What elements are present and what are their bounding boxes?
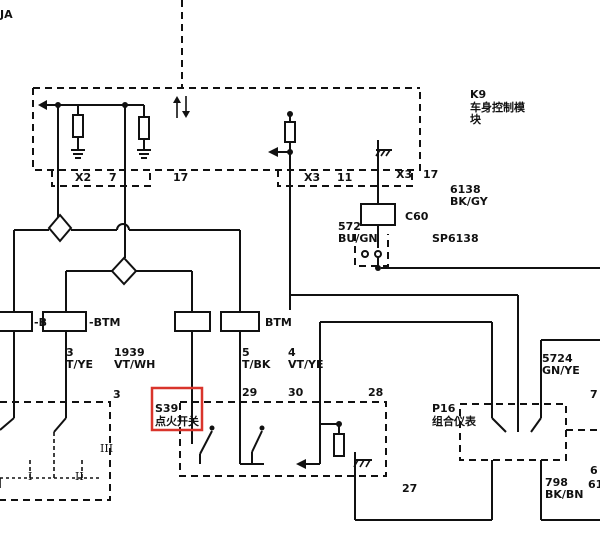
left-module-pin-3: 3 (113, 388, 121, 401)
terminator-middle (174, 311, 211, 332)
k9-ground-3-icon (375, 149, 392, 157)
connector-left-prefix: -B (34, 316, 47, 329)
k9-ground-2-icon (137, 149, 151, 159)
p16-contact-1 (491, 417, 507, 433)
k9-resistor-2-icon (138, 116, 150, 140)
k9-input-arrow-icon (38, 100, 47, 110)
k9-resistor-3-icon (284, 121, 296, 143)
s39-id: S39 (155, 402, 178, 415)
k9-pin-11: 11 (337, 171, 352, 184)
wire-61: 61 (588, 478, 600, 491)
s39-pin-27: 27 (402, 482, 417, 495)
switch-contact-1 (199, 430, 213, 455)
p16-instrument-cluster: P16 组合仪表 (432, 402, 600, 521)
splice-sp6138: SP6138 (432, 232, 479, 245)
left-module-roman-iii: III (100, 442, 113, 455)
s39-pin-28: 28 (368, 386, 383, 399)
k9-pin-7: 7 (109, 171, 117, 184)
wire-color-vtye: T/YE (66, 358, 93, 371)
terminator-left (0, 311, 33, 332)
s39-ignition-switch: S39 点火开关 29 30 28 27 (155, 321, 493, 521)
harness-wires: -B -BTM BTM (0, 105, 600, 464)
p16-id: P16 (432, 402, 456, 415)
wire-color-vtye2: VT/YE (288, 358, 324, 371)
k9-arrow-icon (268, 147, 278, 157)
wire-3: 3 (66, 346, 74, 359)
color-6138: BK/GY (450, 195, 489, 208)
wire-color-vtbk: T/BK (242, 358, 271, 371)
corner-text: JA (0, 8, 13, 21)
wire-color-vtwh: VT/WH (114, 358, 155, 371)
p16-name: 组合仪表 (432, 414, 477, 428)
splice-diamond-1 (47, 213, 73, 243)
wire-1939: 1939 (114, 346, 145, 359)
splice-diamond-2 (110, 256, 138, 286)
wire-7: 7 (590, 388, 598, 401)
k9-pin-x3b: X3 (396, 168, 412, 181)
wire-572: 572 (338, 220, 361, 233)
k9-name-line2: 块 (470, 112, 482, 126)
wire-4: 4 (288, 346, 296, 359)
wire-5724: 5724 (542, 352, 573, 365)
c60-pin-1 (361, 250, 369, 258)
s39-arrow-icon (296, 459, 306, 469)
wire-6138: 6138 (450, 183, 481, 196)
k9-pinbox-right (277, 170, 413, 187)
k9-ground-1-icon (71, 149, 85, 159)
s39-pin-29: 29 (242, 386, 257, 399)
p16-contact-2 (530, 417, 542, 433)
s39-ground-icon (353, 459, 372, 468)
bidirectional-arrows-icon (173, 96, 190, 118)
terminator-btm-right (220, 311, 260, 332)
s39-resistor-icon (333, 433, 345, 457)
connector-btm-right: BTM (265, 316, 292, 329)
wire-labels: 3 T/YE 1939 VT/WH 5 T/BK 4 VT/YE 5724 GN… (66, 346, 600, 501)
connector-btm-left: -BTM (89, 316, 120, 329)
k9-pin-17b: 17 (423, 168, 438, 181)
wire-6: 6 (590, 464, 598, 477)
k9-name-line1: 车身控制模 (470, 100, 526, 114)
s39-highlight-box (150, 386, 204, 432)
c60-body (360, 203, 396, 226)
s39-pin-30: 30 (288, 386, 304, 399)
left-module: 3 III I II (0, 350, 121, 501)
c60-pin-2 (374, 250, 382, 258)
k9-module: K9 车身控制模 块 X2 7 17 X3 11 X3 17 (32, 87, 526, 300)
c60-id: C60 (405, 210, 429, 223)
k9-pinbox-left (51, 170, 151, 187)
k9-pin-x3a: X3 (304, 171, 320, 184)
s39-name: 点火开关 (155, 414, 199, 428)
color-572: BU/GN (338, 232, 378, 245)
c60-component: C60 6138 BK/GY 572 BU/GN SP6138 (338, 183, 489, 271)
k9-resistor-1-icon (72, 114, 84, 138)
k9-pin-17a: 17 (173, 171, 188, 184)
terminator-btm-left (42, 311, 87, 332)
wire-color-bkbn: BK/BN (545, 488, 584, 501)
k9-id: K9 (470, 88, 486, 101)
left-module-roman-ii: II (75, 470, 84, 483)
wire-5: 5 (242, 346, 250, 359)
wire-798: 798 (545, 476, 568, 489)
k9-pin-x2: X2 (75, 171, 91, 184)
switch-contact-2 (251, 430, 263, 453)
left-module-roman-i: I (28, 470, 32, 483)
wire-color-gnye: GN/YE (542, 364, 580, 377)
